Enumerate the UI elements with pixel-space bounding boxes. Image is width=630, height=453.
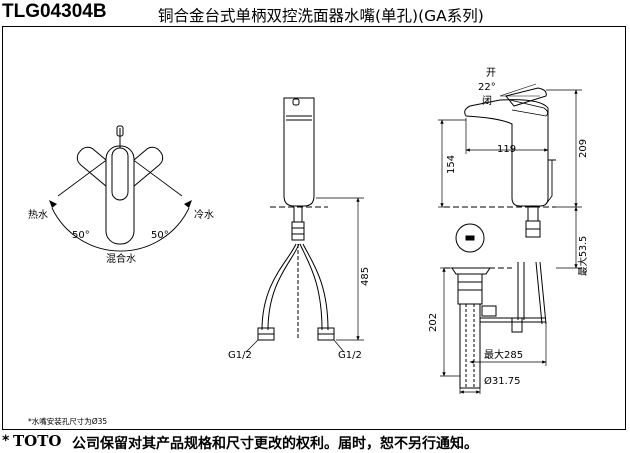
note-text: 水嘴安装孔尺寸为Ø35 xyxy=(31,417,108,426)
drain-plug-top xyxy=(455,223,485,253)
cold-water-label: 冷水 xyxy=(194,208,214,221)
mixed-water-label: 混合水 xyxy=(106,252,136,265)
drawing-frame xyxy=(2,26,626,430)
footer-disclaimer: 公司保留对其产品规格和尺寸更改的权利。届时，恕不另行通知。 xyxy=(72,436,478,452)
drain-diameter-dimension: Ø31.75 xyxy=(484,375,521,387)
note-star: * xyxy=(28,417,32,426)
spout-height-dimension: 154 xyxy=(446,155,457,174)
max-rod-dimension: 最大285 xyxy=(484,348,523,361)
faucet-body-top xyxy=(105,145,135,245)
close-label: 闭 xyxy=(482,94,492,107)
hot-water-label: 热水 xyxy=(28,208,48,221)
reach-dimension: 119 xyxy=(497,144,516,155)
installation-note: *水嘴安装孔尺寸为Ø35 xyxy=(28,416,107,427)
drain-depth-dimension: 202 xyxy=(428,313,439,332)
lever-angle-label: 22° xyxy=(478,82,496,93)
total-height-dimension: 209 xyxy=(578,139,589,158)
front-view xyxy=(245,97,364,353)
footer-star: * xyxy=(2,433,10,449)
side-view xyxy=(438,83,582,394)
footer: * TOTO 公司保留对其产品规格和尺寸更改的权利。届时，恕不另行通知。 xyxy=(0,432,630,452)
right-thread-label: G1/2 xyxy=(338,350,362,361)
drain-flange xyxy=(451,267,491,275)
left-thread-label: G1/2 xyxy=(228,350,252,361)
right-hose xyxy=(299,243,323,331)
product-title: 铜合金台式单柄双控洗面器水嘴(单孔)(GA系列) xyxy=(158,7,484,25)
header: TLG04304B 铜合金台式单柄双控洗面器水嘴(单孔)(GA系列) xyxy=(0,0,630,26)
open-label: 开 xyxy=(486,68,496,79)
lever xyxy=(505,87,547,107)
brand-logo: TOTO xyxy=(13,432,62,450)
rotation-arc xyxy=(51,207,190,252)
max-deck-dimension: 最大53.5 xyxy=(577,236,589,276)
left-angle-label: 50° xyxy=(72,230,90,241)
left-hose xyxy=(261,243,297,331)
faucet-body-front xyxy=(283,97,315,207)
model-number: TLG04304B xyxy=(2,1,107,22)
right-angle-label: 50° xyxy=(151,230,169,241)
faucet-body-side xyxy=(464,99,549,207)
front-height-dimension: 485 xyxy=(360,267,371,286)
top-view xyxy=(49,125,192,252)
